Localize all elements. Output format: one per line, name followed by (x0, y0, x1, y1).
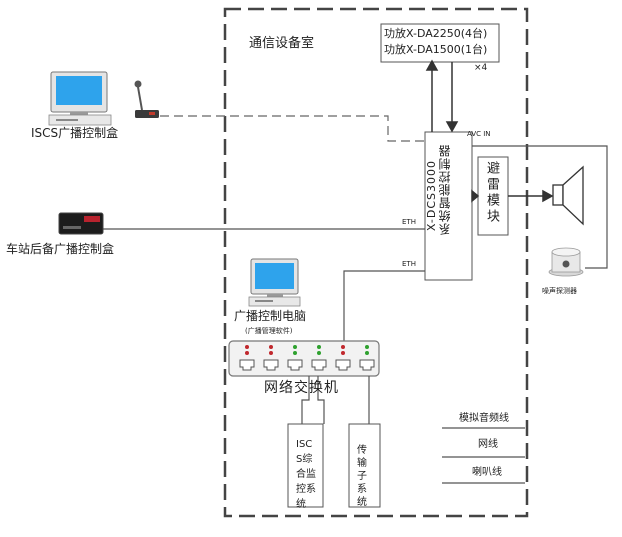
controller-name: 系统智能控制器 (438, 144, 452, 235)
speaker-line-arrows (471, 189, 554, 203)
port-led (293, 351, 297, 355)
port-led (317, 345, 321, 349)
amp-controller-arrows (425, 59, 459, 133)
legend-lines (442, 427, 525, 484)
port-led (293, 345, 297, 349)
controller-box (424, 131, 473, 281)
port-led (341, 345, 345, 349)
network-switch-icon (228, 340, 380, 377)
avc-in-label: AVC IN (467, 130, 491, 138)
port-socket (335, 359, 351, 371)
port-socket (359, 359, 375, 371)
lightning-label: 避雷模块 (484, 161, 499, 225)
switch-port (335, 345, 351, 371)
iscs-pc-icon (48, 71, 112, 126)
amplifier-line2: 功放X-DA1500(1台) (384, 43, 488, 56)
port-socket (239, 359, 255, 371)
port-led (245, 351, 249, 355)
iscs-analog-line (160, 115, 425, 142)
switch-port (239, 345, 255, 371)
avc-in-line (472, 145, 608, 269)
amplifier-line1: 功放X-DA2250(4台) (384, 27, 488, 40)
iscs-system-box (287, 423, 324, 508)
port-socket (311, 359, 327, 371)
room-label: 通信设备室 (249, 36, 315, 51)
equipment-room-boundary (223, 7, 529, 518)
transmission-box (348, 423, 381, 508)
port-led (341, 351, 345, 355)
switch-port (263, 345, 279, 371)
eth-bottom-label: ETH (402, 260, 416, 268)
microphone-icon (134, 80, 159, 118)
switch-port (311, 345, 327, 371)
port-led (365, 345, 369, 349)
legend-analog-label: 模拟音频线 (459, 413, 509, 424)
port-led (365, 351, 369, 355)
eth-top-label: ETH (402, 218, 416, 226)
switch-port (359, 345, 375, 371)
switch-down-lines (301, 376, 370, 424)
port-led (245, 345, 249, 349)
iscs-system-label: ISCS综合监控系统 (296, 439, 316, 510)
pc-sub-label: (广播管理软件) (245, 327, 293, 335)
lightning-module-box (477, 156, 509, 236)
transmission-label: 传输子系统 (357, 445, 367, 508)
controller-model: X-DCS3000 (425, 160, 438, 232)
iscs-box-label: ISCS广播控制盒 (31, 126, 119, 140)
switch-eth-line (343, 270, 425, 342)
port-led (269, 345, 273, 349)
backup-box-icon (58, 212, 104, 235)
pc-label: 广播控制电脑 (234, 309, 307, 323)
noise-detector-icon (548, 247, 584, 277)
switch-port (287, 345, 303, 371)
backup-box-label: 车站后备广播控制盒 (6, 242, 115, 256)
amplifier-box (380, 23, 500, 63)
legend-network-label: 网线 (478, 439, 498, 450)
broadcast-pc-icon (248, 258, 301, 307)
switch-label: 网络交换机 (264, 380, 339, 396)
port-led (317, 351, 321, 355)
legend-speaker-label: 喇叭线 (472, 467, 502, 478)
noise-detector-label: 噪声探测器 (542, 287, 577, 295)
speaker-icon (552, 165, 584, 226)
port-led (269, 351, 273, 355)
amplifier-multiplier: ×4 (474, 63, 488, 73)
port-socket (263, 359, 279, 371)
port-socket (287, 359, 303, 371)
